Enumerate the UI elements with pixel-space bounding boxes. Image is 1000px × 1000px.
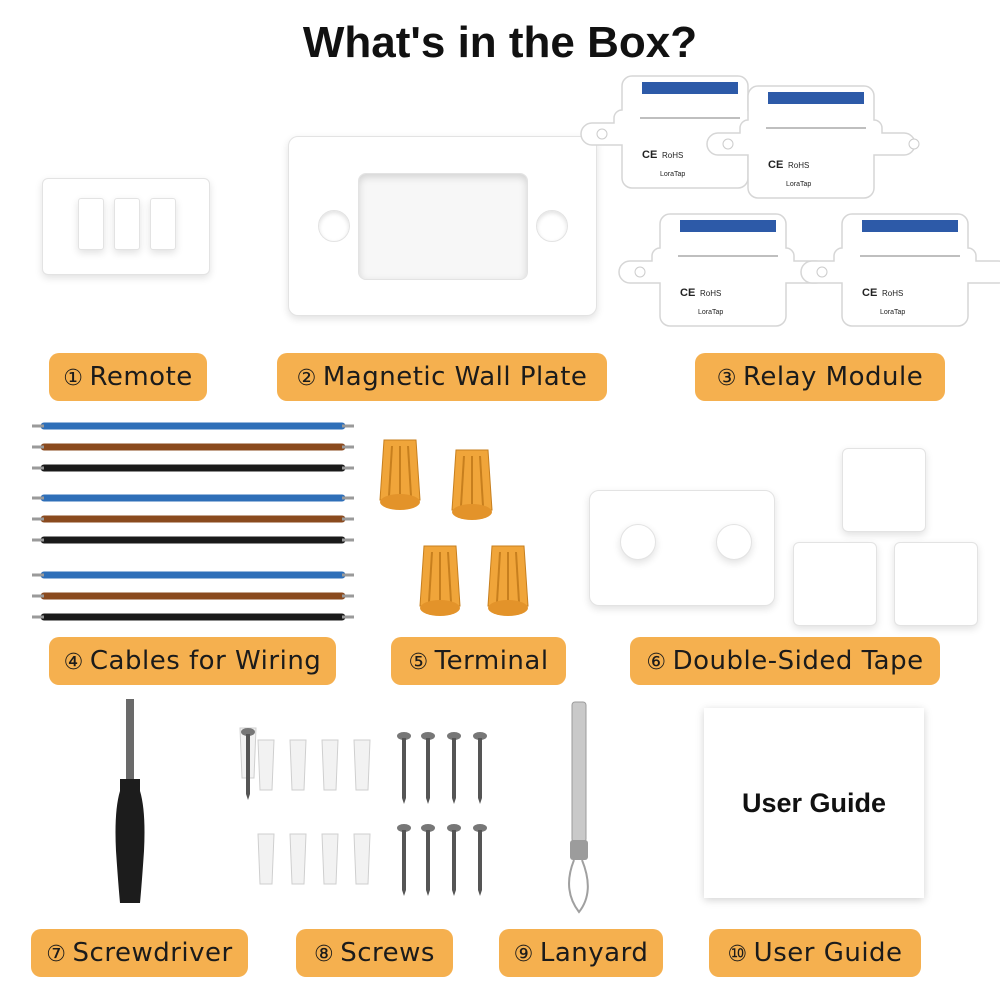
svg-text:CE: CE [642, 149, 657, 161]
user-guide-image: User Guide [704, 708, 924, 898]
lanyard-image [568, 701, 589, 914]
relay-module-image: CE RoHS LoraTap [580, 75, 1000, 327]
svg-text:RoHS: RoHS [662, 151, 683, 160]
cables-image [32, 422, 354, 621]
user-guide-cover-text: User Guide [741, 787, 887, 818]
screws-image [239, 727, 487, 896]
screwdriver-image [115, 699, 145, 903]
page-title: What's in the Box? [302, 18, 698, 67]
svg-text:LoraTap: LoraTap [660, 171, 685, 178]
terminal-image [379, 439, 529, 617]
